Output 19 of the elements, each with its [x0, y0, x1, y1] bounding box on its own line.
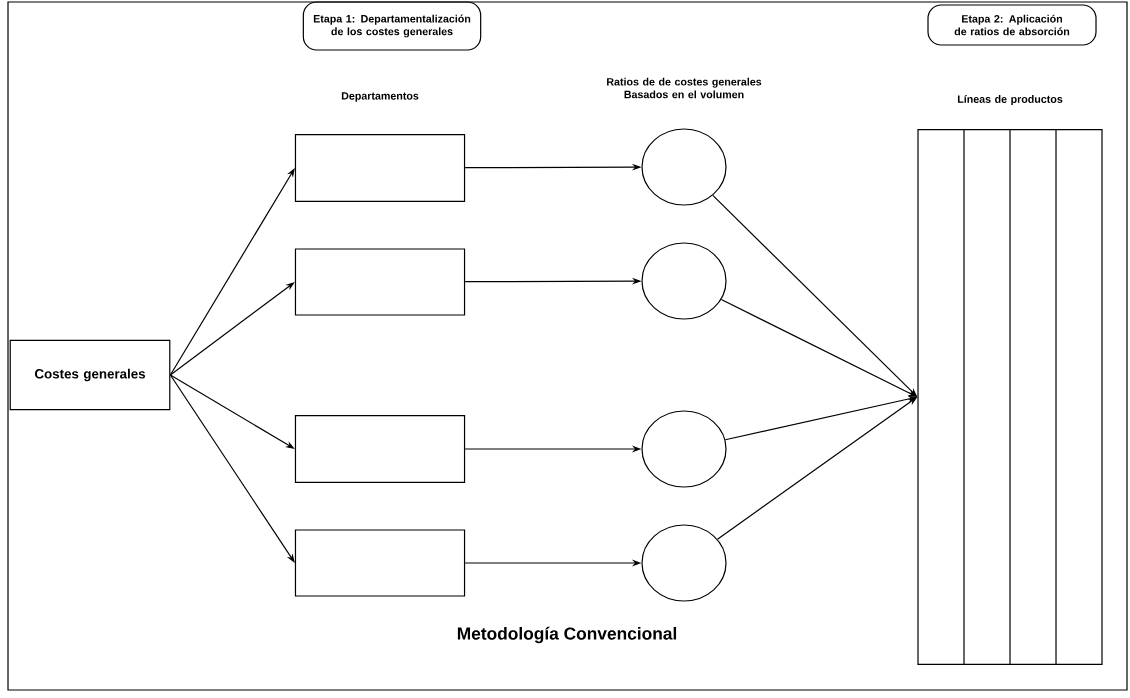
- circle: [641, 242, 727, 320]
- arrow: [169, 168, 295, 376]
- empty-box: [294, 529, 466, 597]
- empty-box: [294, 414, 466, 484]
- caption: Metodología Convencional: [457, 626, 677, 644]
- process-box: Costes generales: [9, 339, 171, 411]
- arrow: [169, 374, 295, 563]
- column-heading: Ratios de de costes generales Basados en el volumen: [607, 77, 762, 99]
- empty-box: [917, 128, 1103, 666]
- stage-box: Etapa 1: Departamentalización de los costes generales: [302, 1, 482, 51]
- circle: [641, 128, 727, 206]
- arrow: [169, 282, 295, 376]
- empty-box: [294, 248, 466, 316]
- empty-box: [294, 133, 466, 203]
- column-heading: Departamentos: [341, 92, 419, 102]
- column-heading: Líneas de productos: [957, 95, 1063, 105]
- circle: [641, 524, 727, 602]
- circle: [641, 410, 727, 488]
- stage-box: Etapa 2: Aplicación de ratios de absorción: [927, 4, 1097, 46]
